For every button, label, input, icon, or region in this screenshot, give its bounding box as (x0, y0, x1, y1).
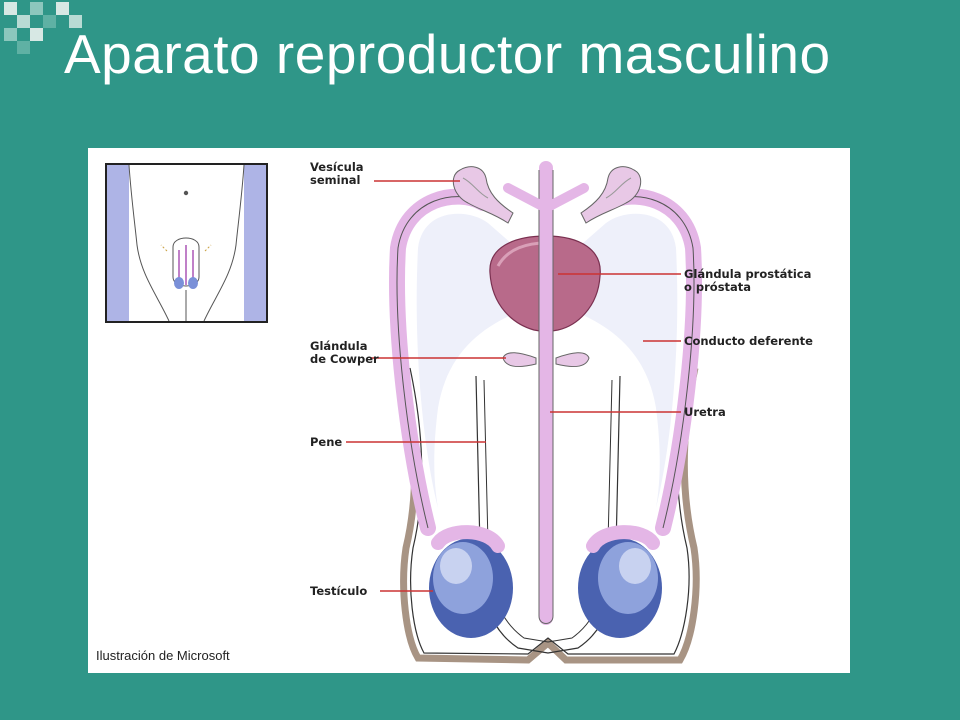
cowper-gland-right (555, 352, 590, 367)
label-conducto-deferente: Conducto deferente (684, 334, 813, 348)
label-pene: Pene (310, 435, 343, 449)
slide-title: Aparato reproductor masculino (64, 23, 831, 85)
body-outline (107, 165, 266, 321)
cowper-gland-left (502, 352, 537, 367)
body-inset (105, 163, 268, 323)
label-cowper: Glándula de Cowper (310, 339, 379, 366)
label-uretra: Uretra (684, 405, 726, 419)
testicle-right (578, 525, 662, 638)
leader-lines (346, 180, 681, 592)
label-vesicula-seminal: Vesícula seminal (310, 160, 364, 187)
label-prostata: Glándula prostática o próstata (684, 267, 812, 294)
anatomy-figure: Vesícula seminal Glándula prostática o p… (88, 148, 850, 673)
seminal-vesicle-left (452, 166, 514, 224)
testicle-left (429, 525, 513, 638)
corner-decoration (0, 0, 110, 60)
reproductive-diagram (346, 161, 702, 664)
label-testiculo: Testículo (310, 584, 368, 598)
seminal-vesicle-right (580, 166, 642, 224)
figure-credit: Ilustración de Microsoft (96, 648, 230, 663)
